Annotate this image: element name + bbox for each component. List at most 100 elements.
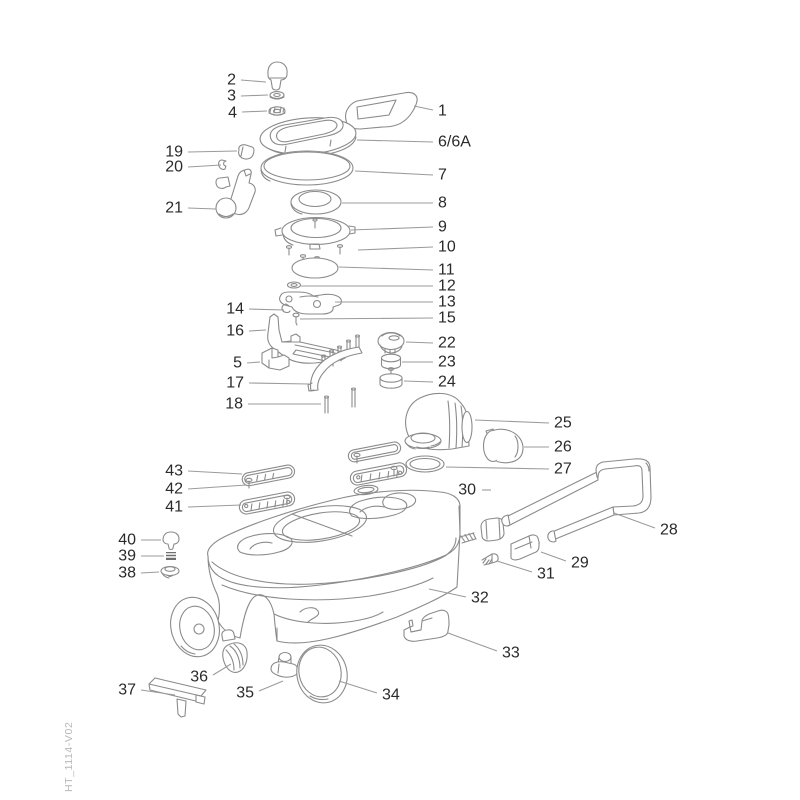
- leader-line-15: [299, 317, 434, 320]
- part-label-12: 12: [438, 278, 456, 295]
- part-label-1: 1: [438, 103, 447, 120]
- part-33-bracket: [403, 609, 450, 642]
- part-9-mounting-flange: [274, 216, 356, 250]
- part-2-knob-cap: [267, 61, 288, 91]
- part-14-clip: [281, 303, 291, 314]
- part-label-21: 21: [165, 200, 183, 217]
- part-21-handle-lever: [215, 168, 256, 219]
- part-label-33: 33: [502, 645, 520, 662]
- part-37-skid-foot: [148, 677, 207, 718]
- part-19-latch-clip: [238, 144, 255, 160]
- part-label-18: 18: [225, 396, 243, 413]
- leader-line-21: [187, 207, 217, 210]
- part-label-28: 28: [660, 522, 678, 539]
- leader-line-35: [258, 680, 284, 692]
- threaded-stud: [459, 532, 477, 544]
- leader-line-31: [496, 560, 533, 573]
- leader-line-42: [187, 484, 247, 490]
- part-label-14: 14: [226, 301, 244, 318]
- part-label-17: 17: [226, 375, 244, 392]
- part-32-waste-tank: [207, 484, 461, 644]
- leader-line-29: [540, 551, 567, 562]
- part-35-axle-bush: [270, 651, 299, 678]
- labels-layer: 123456/6A7891011121314151617181920212223…: [118, 72, 678, 704]
- part-label-24: 24: [438, 374, 456, 391]
- leader-line-3: [240, 94, 269, 97]
- part-20-hook: [218, 159, 227, 170]
- part-27-o-ring: [405, 455, 445, 473]
- leader-line-34: [338, 680, 378, 694]
- part-11-blade-plate: [291, 257, 339, 279]
- leader-line-9: [350, 226, 434, 231]
- part-5-clip-bracket: [261, 347, 290, 371]
- leader-line-43: [187, 470, 243, 475]
- part-17-curved-frame: [307, 334, 363, 392]
- part-label-37: 37: [118, 682, 136, 699]
- slide-cover-right-ribbed: [349, 462, 408, 486]
- leader-line-19: [187, 150, 238, 153]
- part-label-25: 25: [554, 415, 572, 432]
- part-4-nut: [268, 106, 286, 116]
- leader-line-22: [405, 341, 434, 344]
- leader-line-41: [187, 504, 242, 508]
- part-label-31: 31: [537, 566, 555, 583]
- part-label-26: 26: [554, 439, 572, 456]
- part-7-seal-ring: [260, 150, 354, 186]
- part-25-spout-elbow: [404, 392, 473, 451]
- leader-line-10: [357, 246, 434, 251]
- part-label-27: 27: [554, 461, 572, 478]
- part-label-35: 35: [236, 685, 254, 702]
- part-label-15: 15: [438, 310, 456, 327]
- part-26-spout-cap: [482, 428, 524, 464]
- part-label-2: 2: [227, 72, 236, 89]
- part-label-40: 40: [118, 532, 136, 549]
- leader-line-11: [338, 266, 434, 271]
- leader-line-27: [445, 466, 550, 470]
- part-39-grommet: [165, 552, 177, 560]
- part-12-washer: [286, 281, 302, 289]
- watermark-text: HT_1114-V02: [63, 722, 75, 792]
- leader-line-1: [413, 105, 434, 111]
- leader-line-16: [248, 329, 267, 332]
- leader-line-38: [140, 571, 160, 574]
- leader-line-20: [187, 164, 222, 168]
- leader-line-25: [474, 419, 550, 424]
- part-label-32: 32: [471, 590, 489, 607]
- part-label-42: 42: [165, 481, 183, 498]
- part-label-5: 5: [233, 355, 242, 372]
- leader-line-2: [240, 79, 267, 83]
- part-label-20: 20: [165, 159, 183, 176]
- leader-line-33: [447, 632, 498, 652]
- handle-guide-clip: [480, 517, 505, 542]
- leader-line-7: [354, 170, 434, 176]
- part-label-41: 41: [165, 499, 183, 516]
- part-label-11: 11: [438, 262, 455, 279]
- leader-line-24: [403, 380, 434, 383]
- part-23-cylinder: [380, 353, 402, 370]
- part-15-screw: [292, 312, 300, 326]
- part-29-slider-block: [510, 534, 540, 561]
- part-3-washer: [269, 91, 285, 100]
- part-label-36: 36: [190, 669, 208, 686]
- part-label-29: 29: [571, 555, 589, 572]
- part-43-slide-cover: [241, 464, 296, 487]
- leader-line-4: [241, 110, 268, 113]
- part-label-3: 3: [227, 88, 236, 105]
- part-label-38: 38: [118, 565, 136, 582]
- part-24-float: [379, 367, 403, 389]
- part-label-30: 30: [458, 482, 476, 499]
- part-label-19: 19: [165, 144, 183, 161]
- part-8-ring: [290, 189, 342, 215]
- mounted-wheel: [170, 596, 220, 658]
- part-label-9: 9: [438, 219, 447, 236]
- part-label-22: 22: [438, 335, 456, 352]
- part-42-screw: [245, 477, 253, 489]
- part-label-8: 8: [438, 195, 447, 212]
- part-40-cap: [162, 531, 180, 551]
- part-label-6: 6/6A: [438, 134, 471, 151]
- leader-line-6: [356, 139, 434, 143]
- part-28-pull-handle: [501, 458, 652, 543]
- part-18-pins: [323, 387, 357, 414]
